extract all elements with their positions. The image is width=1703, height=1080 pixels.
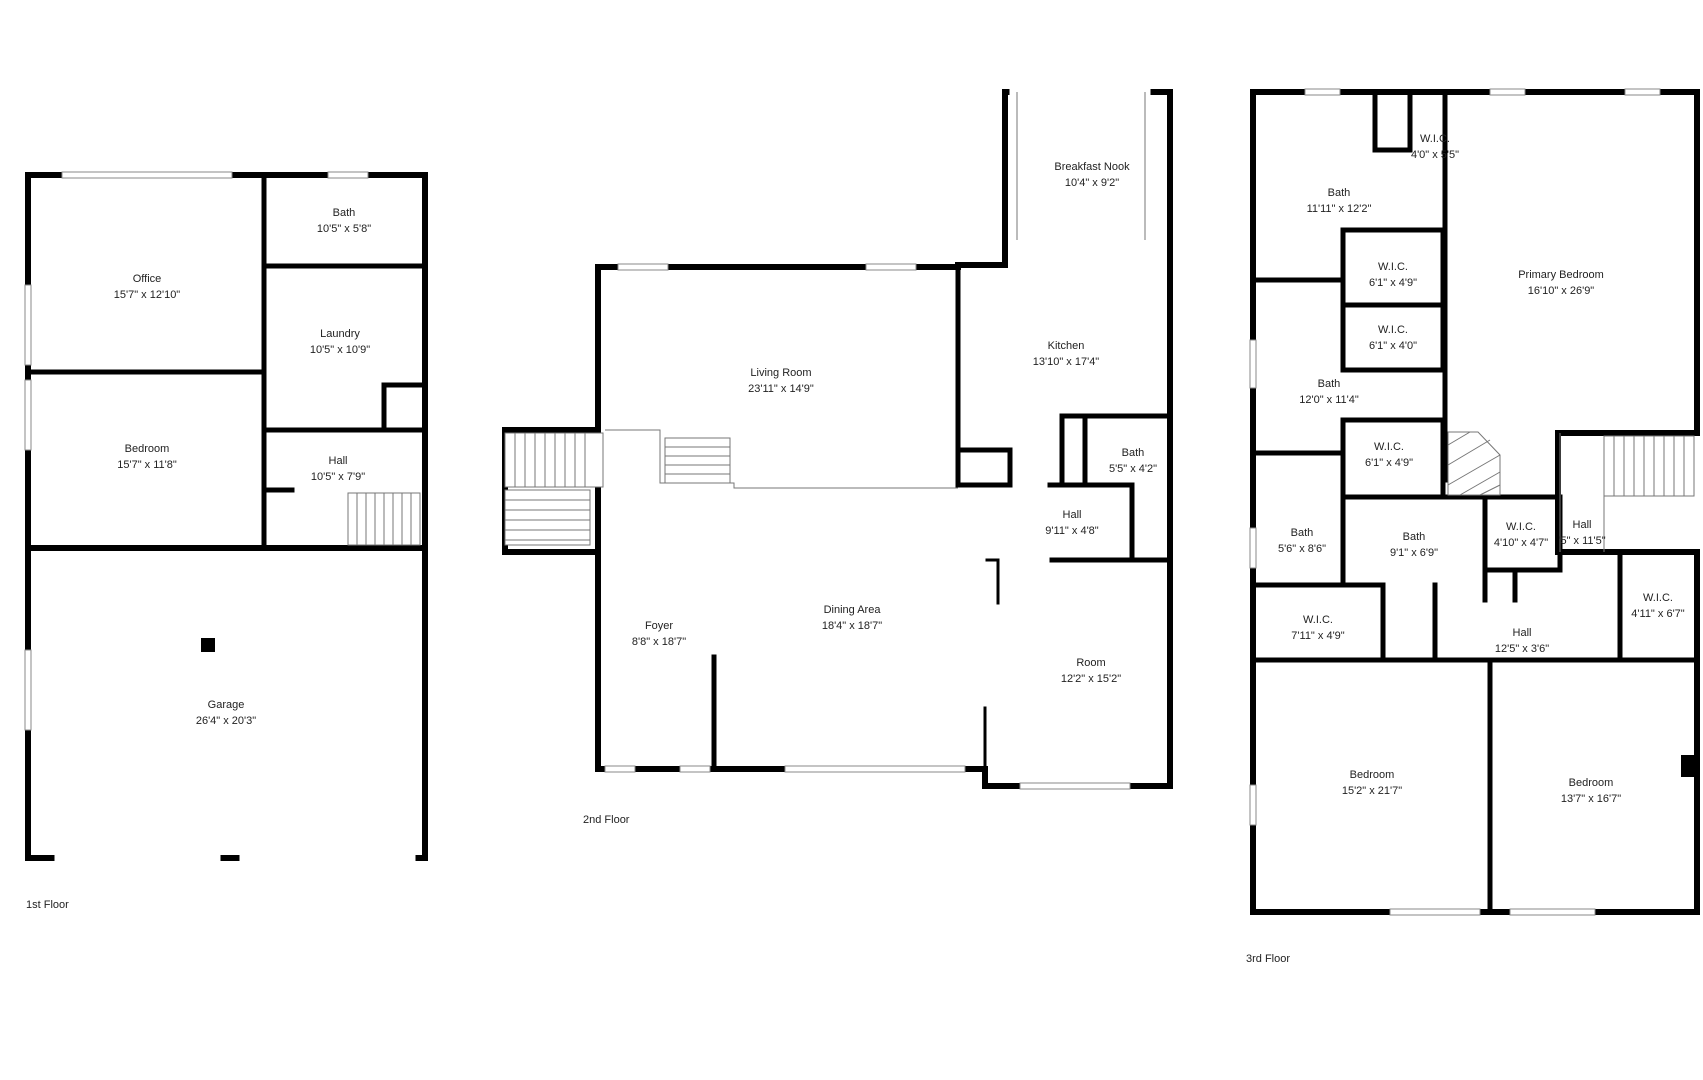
- room-name: Breakfast Nook: [1054, 161, 1130, 173]
- room-name: Office: [133, 273, 162, 285]
- room-dims: 9'1" x 6'9": [1390, 547, 1438, 559]
- floor-label: 1st Floor: [26, 899, 69, 911]
- room-name: Hall: [1063, 509, 1082, 521]
- room-name: Garage: [208, 699, 245, 711]
- room-dims: 15'7" x 12'10": [114, 289, 181, 301]
- room-dims: 15'2" x 21'7": [1342, 785, 1402, 797]
- room-name: W.I.C.: [1506, 521, 1536, 533]
- floor-2-plan: Breakfast Nook 10'4" x 9'2" Living Room …: [502, 88, 1173, 826]
- room-name: Foyer: [645, 620, 673, 632]
- room-dims: 5'5" x 4'2": [1109, 463, 1157, 475]
- room-name: W.I.C.: [1303, 614, 1333, 626]
- room-name: W.I.C.: [1643, 592, 1673, 604]
- floor-3-plan: W.I.C. 4'0" x 5'5" Bath 11'11" x 12'2" P…: [1246, 88, 1700, 965]
- room-dims: 4'0" x 5'5": [1411, 149, 1459, 161]
- room-name: Bath: [1403, 531, 1426, 543]
- stairs-1: [347, 492, 421, 546]
- room-dims: 11'11" x 12'2": [1307, 203, 1372, 215]
- room-dims: 16'10" x 26'9": [1528, 285, 1595, 297]
- room-dims: 15'7" x 11'8": [117, 459, 177, 471]
- room-dims: 10'5" x 7'9": [311, 471, 365, 483]
- room-dims: 10'5" x 10'9": [310, 344, 370, 356]
- room-dims: 6'1" x 4'9": [1369, 277, 1417, 289]
- room-name: Bath: [1328, 187, 1351, 199]
- room-name: W.I.C.: [1420, 133, 1450, 145]
- room-name: Bath: [1291, 527, 1314, 539]
- room-dims: 9'11" x 4'8": [1045, 525, 1098, 537]
- room-dims: 7'11" x 4'9": [1291, 630, 1344, 642]
- room-dims: 12'2" x 15'2": [1061, 673, 1121, 685]
- room-name: W.I.C.: [1378, 261, 1408, 273]
- room-dims: 4'11" x 6'7": [1631, 608, 1684, 620]
- room-dims: 10'4" x 9'2": [1065, 177, 1119, 189]
- room-dims: 8'8" x 18'7": [632, 636, 686, 648]
- room-dims: 6'1" x 4'9": [1365, 457, 1413, 469]
- room-name: Living Room: [750, 367, 811, 379]
- room-name: Bath: [1122, 447, 1145, 459]
- room-dims: 12'5" x 3'6": [1495, 643, 1549, 655]
- floor-label: 2nd Floor: [583, 814, 630, 826]
- room-name: Laundry: [320, 328, 360, 340]
- room-name: Bedroom: [1350, 769, 1395, 781]
- floor-label: 3rd Floor: [1246, 953, 1290, 965]
- room-name: Bath: [333, 207, 356, 219]
- room-name: Hall: [1573, 519, 1592, 531]
- room-name: Bath: [1318, 378, 1341, 390]
- room-dims: 12'0" x 11'4": [1299, 394, 1359, 406]
- room-name: Kitchen: [1048, 340, 1085, 352]
- room-dims: 13'10" x 17'4": [1033, 356, 1100, 368]
- room-dims: 5'6" x 8'6": [1278, 543, 1326, 555]
- room-name: Hall: [1513, 627, 1532, 639]
- room-name: Room: [1076, 657, 1105, 669]
- room-name: Primary Bedroom: [1518, 269, 1604, 281]
- room-dims: 10'5" x 5'8": [317, 223, 371, 235]
- room-name: Bedroom: [125, 443, 170, 455]
- stairs-3: [1447, 431, 1695, 497]
- room-dims: 4'10" x 4'7": [1494, 537, 1548, 549]
- room-dims: '5" x 11'5": [1558, 535, 1605, 547]
- room-dims: 13'7" x 16'7": [1561, 793, 1621, 805]
- room-name: Bedroom: [1569, 777, 1614, 789]
- room-dims: 18'4" x 18'7": [822, 620, 882, 632]
- room-name: W.I.C.: [1374, 441, 1404, 453]
- room-name: Dining Area: [824, 604, 882, 616]
- room-dims: 26'4" x 20'3": [196, 715, 256, 727]
- room-dims: 6'1" x 4'0": [1369, 340, 1417, 352]
- room-dims: 23'11" x 14'9": [748, 383, 814, 395]
- stairs-2: [504, 432, 731, 546]
- floor-1-plan: Office 15'7" x 12'10" Bath 10'5" x 5'8" …: [24, 171, 428, 911]
- room-name: W.I.C.: [1378, 324, 1408, 336]
- room-name: Hall: [329, 455, 348, 467]
